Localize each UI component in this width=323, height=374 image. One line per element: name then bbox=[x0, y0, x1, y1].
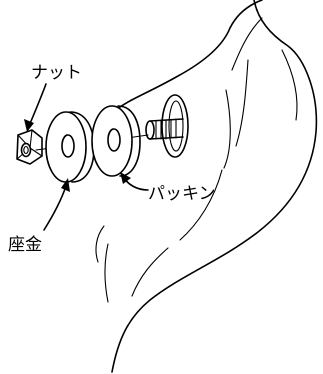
washer bbox=[45, 111, 95, 183]
packing bbox=[91, 105, 141, 177]
nut-label: ナット bbox=[31, 63, 82, 83]
washer-leader-arrow bbox=[43, 178, 70, 231]
packing-leader-arrow bbox=[120, 172, 149, 191]
nut bbox=[16, 129, 43, 165]
mounting-hole bbox=[161, 94, 189, 158]
packing-label: パッキン bbox=[148, 184, 216, 204]
wall-panel bbox=[95, 0, 318, 373]
nut-leader-arrow bbox=[24, 83, 47, 132]
stud-bolt bbox=[145, 118, 184, 140]
washer-label: 座金 bbox=[8, 235, 42, 255]
